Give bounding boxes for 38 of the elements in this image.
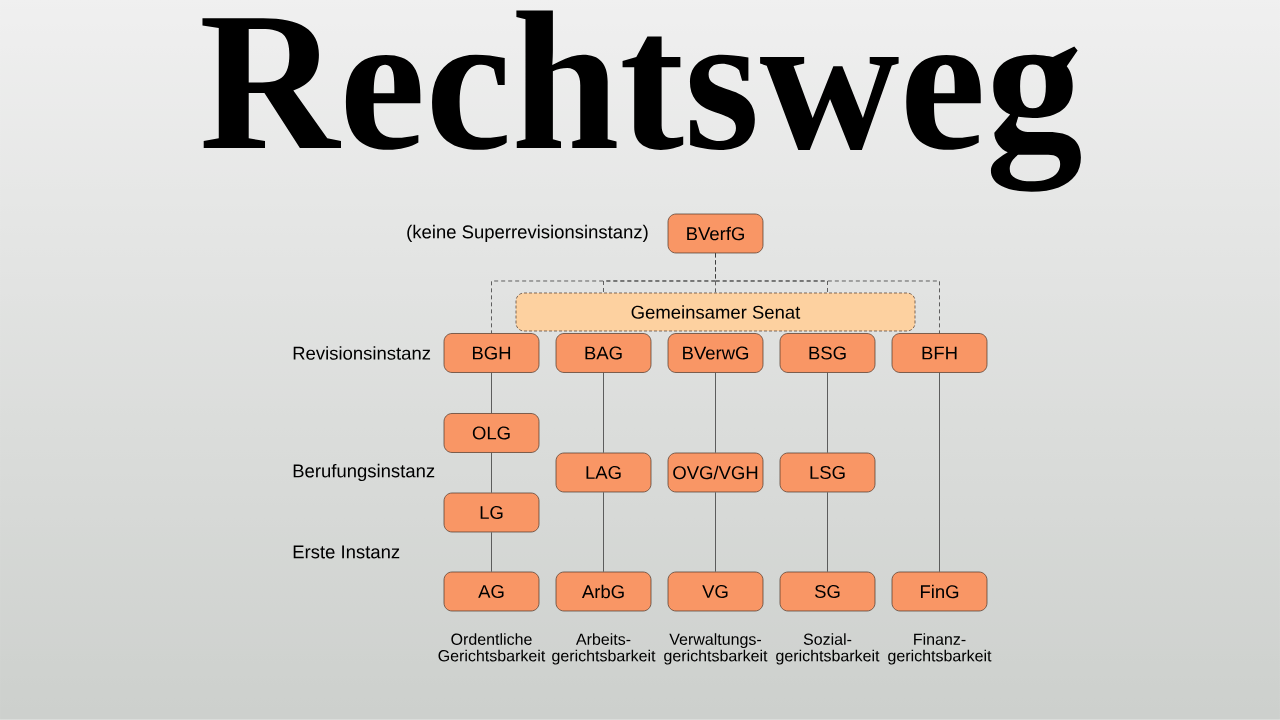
jurisdiction-caption: Ordentliche Gerichtsbarkeit — [438, 633, 546, 662]
level-label: Revisionsinstanz — [293, 346, 431, 360]
connector-line — [715, 252, 940, 334]
connector-line — [491, 452, 492, 494]
level-label: (keine Superrevisionsinstanz) — [407, 224, 648, 243]
level-label: Berufungsinstanz — [293, 463, 435, 482]
connector-line — [603, 372, 604, 454]
court-box: VG — [667, 571, 764, 612]
court-box: AG — [443, 571, 540, 612]
court-box: BFH — [891, 333, 988, 373]
jurisdiction-caption: Arbeits- gerichtsbarkeit — [552, 633, 656, 665]
connector-line — [827, 491, 828, 573]
court-box: BSG — [779, 333, 876, 373]
jurisdiction-caption: Sozial- gerichtsbarkeit — [776, 633, 880, 665]
court-box: BVerwG — [667, 333, 764, 373]
senate-box: Gemeinsamer Senat — [515, 292, 916, 332]
connector-line — [827, 372, 828, 454]
connector-line — [939, 372, 940, 573]
court-box: LSG — [779, 452, 876, 493]
court-box: BGH — [443, 333, 540, 373]
court-box: SG — [779, 571, 876, 612]
level-label: Erste Instanz — [293, 545, 400, 559]
court-box: OLG — [443, 413, 540, 453]
connector-line — [491, 372, 492, 414]
connector-line — [715, 491, 716, 573]
jurisdiction-caption: Finanz- gerichtsbarkeit — [888, 633, 992, 665]
title: Rechtsweg — [202, 10, 1081, 192]
court-box: BAG — [555, 333, 652, 373]
court-box: LAG — [555, 452, 652, 493]
court-box: OVG/VGH — [667, 452, 764, 493]
connector-line — [491, 531, 492, 573]
court-box: BVerfG — [667, 213, 764, 254]
jurisdiction-caption: Verwaltungs- gerichtsbarkeit — [664, 633, 768, 665]
court-box: FinG — [891, 571, 988, 612]
connector-line — [603, 491, 604, 573]
court-box: LG — [443, 492, 540, 533]
connector-line — [715, 372, 716, 454]
court-box: ArbG — [555, 571, 652, 612]
